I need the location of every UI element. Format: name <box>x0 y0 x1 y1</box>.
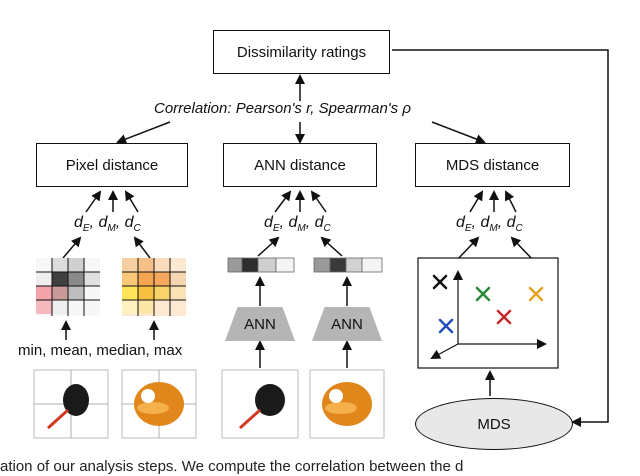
correlation-arrows <box>116 74 486 144</box>
correlation-label: Correlation: Pearson's r, Spearman's ρ <box>154 100 411 117</box>
arrow-to-pixel <box>116 121 171 144</box>
mds-metric-labels: dE, dM, dC <box>456 214 523 235</box>
object-image-3 <box>221 369 299 439</box>
ann-block-1: ANN <box>225 307 295 341</box>
mds-ellipse: MDS <box>415 398 573 450</box>
mds-plot <box>417 257 559 369</box>
ann-block-2: ANN <box>312 307 382 341</box>
ann-metric-labels: dE, dM, dC <box>264 214 331 235</box>
ann-distance-box: ANN distance <box>223 143 377 187</box>
ann-feature-vector-2 <box>313 257 383 273</box>
object-image-1 <box>33 369 109 439</box>
mds-distance-box: MDS distance <box>415 143 570 187</box>
pixel-metric-arrows <box>62 190 151 259</box>
pixel-heatmap-1 <box>36 258 100 316</box>
object-image-4 <box>309 369 385 439</box>
arrow-to-mds <box>431 121 486 144</box>
pixel-metric-labels: dE, dM, dC <box>74 214 141 235</box>
ann-metric-arrows <box>257 190 343 257</box>
mds-points <box>432 274 544 334</box>
pixel-heatmap-2 <box>122 258 186 316</box>
pixel-distance-box: Pixel distance <box>36 143 188 187</box>
dissimilarity-ratings-box: Dissimilarity ratings <box>213 30 390 74</box>
ratings-to-mds-connector <box>392 49 609 427</box>
ann-feature-vector-1 <box>227 257 295 273</box>
pooling-label: min, mean, median, max <box>18 342 183 359</box>
object-image-2 <box>121 369 197 439</box>
caption-fragment: ation of our analysis steps. We compute … <box>0 458 464 475</box>
